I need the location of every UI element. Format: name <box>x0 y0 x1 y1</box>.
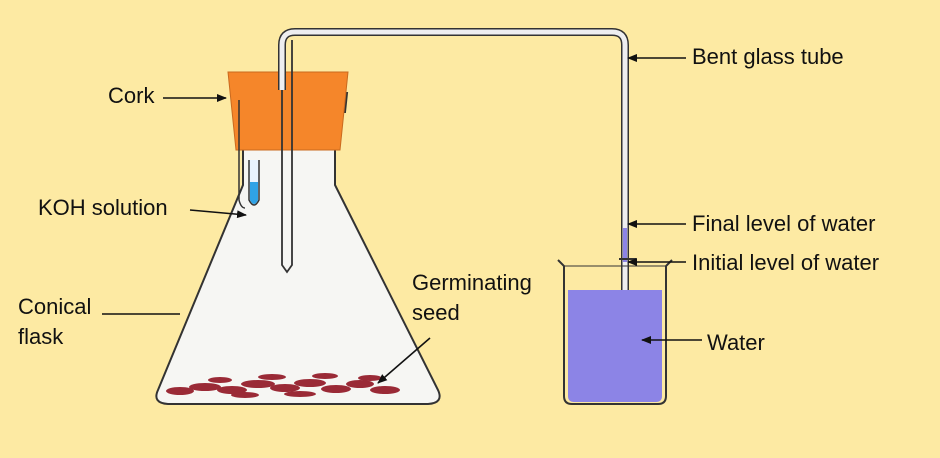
pointer-seed <box>377 337 431 384</box>
label-bent-glass-tube: Bent glass tube <box>692 44 844 69</box>
label-conical-flask: Conical flask <box>18 292 91 352</box>
label-conical-flask-line2: flask <box>18 324 64 349</box>
label-germinating-seed-line2: seed <box>412 300 460 325</box>
pointer-koh <box>189 209 247 219</box>
cork-stopper <box>227 71 349 151</box>
koh-test-tube <box>238 100 260 209</box>
bent-glass-tube <box>278 28 629 360</box>
label-cork: Cork <box>108 83 155 108</box>
label-conical-flask-line1: Conical <box>18 294 92 319</box>
label-koh-solution: KOH solution <box>38 195 168 220</box>
label-initial-level: Initial level of water <box>692 250 880 275</box>
beaker <box>557 258 673 405</box>
label-final-level: Final level of water <box>692 211 876 236</box>
label-water: Water <box>707 330 765 355</box>
label-germinating-seed-line1: Germinating <box>412 270 532 295</box>
label-germinating-seed: Germinating seed <box>412 268 532 328</box>
germinating-seeds <box>166 373 400 398</box>
pointer-lines <box>102 54 702 384</box>
inner-tube <box>281 40 293 274</box>
